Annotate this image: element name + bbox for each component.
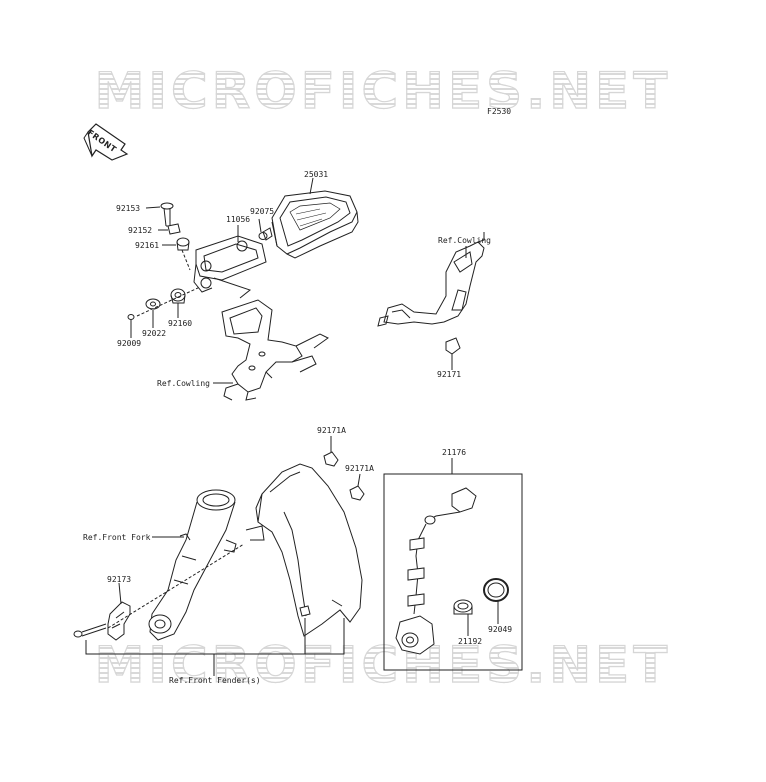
bushing-21192-icon [453,599,473,615]
collar-92161-icon [176,237,190,251]
label-92173: 92173 [107,575,132,584]
label-ref-cowling-left: Ref.Cowling [157,379,210,388]
label-ref-front-fender: Ref.Front Fender(s) [169,676,261,685]
label-92153: 92153 [116,204,141,213]
screw-92009-icon [127,314,135,320]
label-ref-front-fork: Ref.Front Fork [83,533,151,542]
label-ref-cowling-top: Ref.Cowling [438,236,491,245]
clamp-92171a-1-icon [323,451,339,467]
kit-box-21176 [383,473,523,671]
leader-dash-92161 [181,249,191,271]
label-92049: 92049 [488,625,513,634]
label-11056: 11056 [226,215,251,224]
front-fork-icon [148,489,237,641]
label-92152: 92152 [128,226,153,235]
cowling-stay-icon [221,299,329,401]
centerline-fasteners [136,286,201,317]
label-92171a-1: 92171A [317,426,346,435]
clamp-92171a-2-icon [349,485,365,501]
leader-92173 [118,582,122,605]
label-92171a-2: 92171A [345,464,374,473]
grommet-92075-icon [258,232,268,240]
leader-25031 [309,177,314,195]
speed-sensor-icon [395,487,477,655]
meter-assembly-icon [262,190,359,259]
bolt-92173-icon [73,623,107,638]
leader-92153 [145,206,161,209]
label-92171: 92171 [437,370,462,379]
label-92009: 92009 [117,339,142,348]
cowling-bracket-right-icon [377,232,485,327]
figure-code: F2530 [487,107,512,116]
meter-bracket-icon [193,235,267,299]
label-92075: 92075 [250,207,275,216]
washer-92152-icon [167,223,181,235]
bolt-92153-icon [160,202,174,227]
damper-92160-icon [170,288,186,304]
leader-92075 [258,218,262,233]
seal-92049-icon [483,578,509,602]
label-21192: 21192 [458,637,483,646]
label-25031: 25031 [304,170,329,179]
bracket-ref-front-fender [85,618,345,655]
bracket-92173-icon [107,601,131,641]
front-arrow-icon [83,123,129,161]
clip-fender-icon [299,605,311,617]
clamp-92171-icon [445,337,461,355]
centerline-bracket [107,543,245,629]
leader-92171a-2 [357,473,361,487]
label-92022: 92022 [142,329,167,338]
label-92160: 92160 [168,319,193,328]
washer-92022-icon [145,298,161,310]
label-21176: 21176 [442,448,467,457]
front-fender-icon [245,463,363,637]
label-92161: 92161 [135,241,160,250]
